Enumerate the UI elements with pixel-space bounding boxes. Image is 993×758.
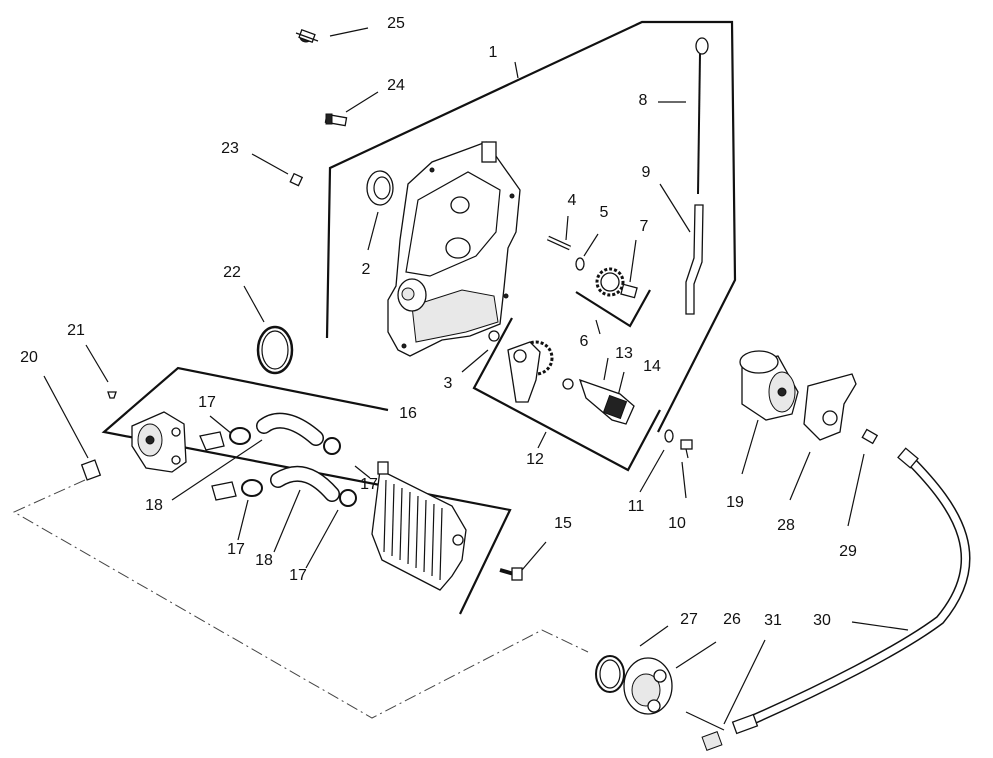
part-11-washer: [664, 429, 674, 443]
closure-plate: [387, 141, 521, 357]
part-23-plug: [289, 172, 304, 187]
part-31-drain-plug: [701, 731, 723, 751]
group-bracket-12: [472, 317, 661, 472]
callout-7: 7: [639, 218, 649, 235]
part-10-screw: [680, 439, 693, 459]
dipstick-and-tube: [685, 37, 709, 315]
callout-29: 29: [839, 543, 857, 560]
part-24-screw: [324, 113, 348, 127]
callout-31: 31: [764, 612, 782, 629]
cooler-hoses: [256, 412, 340, 502]
callout-17-c: 17: [227, 541, 245, 558]
callout-17-d: 17: [289, 567, 307, 584]
callout-30: 30: [813, 612, 831, 629]
callout-8: 8: [638, 92, 648, 109]
part-7-gear: [595, 267, 638, 299]
oil-pump-assembly: [507, 340, 635, 425]
callout-21: 21: [67, 322, 85, 339]
callout-10: 10: [668, 515, 686, 532]
callout-24: 24: [387, 77, 405, 94]
callout-26: 26: [723, 611, 741, 628]
callout-23: 23: [221, 140, 239, 157]
callout-14: 14: [643, 358, 661, 375]
callout-1: 1: [488, 44, 498, 61]
part-20-screw: [80, 459, 102, 481]
callout-11: 11: [627, 498, 645, 515]
callout-13: 13: [615, 345, 633, 362]
callout-17-b: 17: [360, 476, 378, 493]
callout-18-a: 18: [145, 497, 163, 514]
callout-17-a: 17: [198, 394, 216, 411]
routing-line: [12, 479, 589, 719]
group-bracket-6: [575, 289, 651, 328]
part-30-drain-hose: [731, 447, 971, 735]
callout-20: 20: [20, 349, 38, 366]
part-19-oil-filter: [739, 350, 799, 421]
callout-16: 16: [399, 405, 417, 422]
callout-2: 2: [361, 261, 371, 278]
part-15-screw: [499, 567, 523, 581]
group-bracket-1: [325, 20, 737, 433]
part-21-plug: [107, 391, 117, 399]
part-26-drain-adapter: [623, 657, 673, 715]
callout-5: 5: [599, 204, 609, 221]
group-bracket-16: [101, 366, 512, 615]
callout-15: 15: [554, 515, 572, 532]
part-16-oil-cooler: [371, 461, 467, 591]
callout-4: 4: [567, 192, 577, 209]
part-3-o-ring: [488, 330, 500, 342]
part-18-adapter-block: [131, 411, 187, 473]
callout-25: 25: [387, 15, 405, 32]
part-2-oil-seal: [366, 170, 394, 206]
callout-3: 3: [443, 375, 453, 392]
callout-28: 28: [777, 517, 795, 534]
callout-6: 6: [579, 333, 589, 350]
part-29-fitting: [861, 428, 879, 445]
part-28-adapter: [803, 373, 857, 441]
part-25-valve: [295, 29, 319, 43]
callout-22: 22: [223, 264, 241, 281]
callout-9: 9: [641, 164, 651, 181]
callout-19: 19: [726, 494, 744, 511]
part-17-fittings-clamps: [199, 427, 357, 507]
callout-18-b: 18: [255, 552, 273, 569]
part-5-washer: [575, 257, 585, 271]
callout-12: 12: [526, 451, 544, 468]
leader-lines: [43, 27, 909, 731]
part-22-o-ring: [256, 325, 294, 375]
callout-27: 27: [680, 611, 698, 628]
